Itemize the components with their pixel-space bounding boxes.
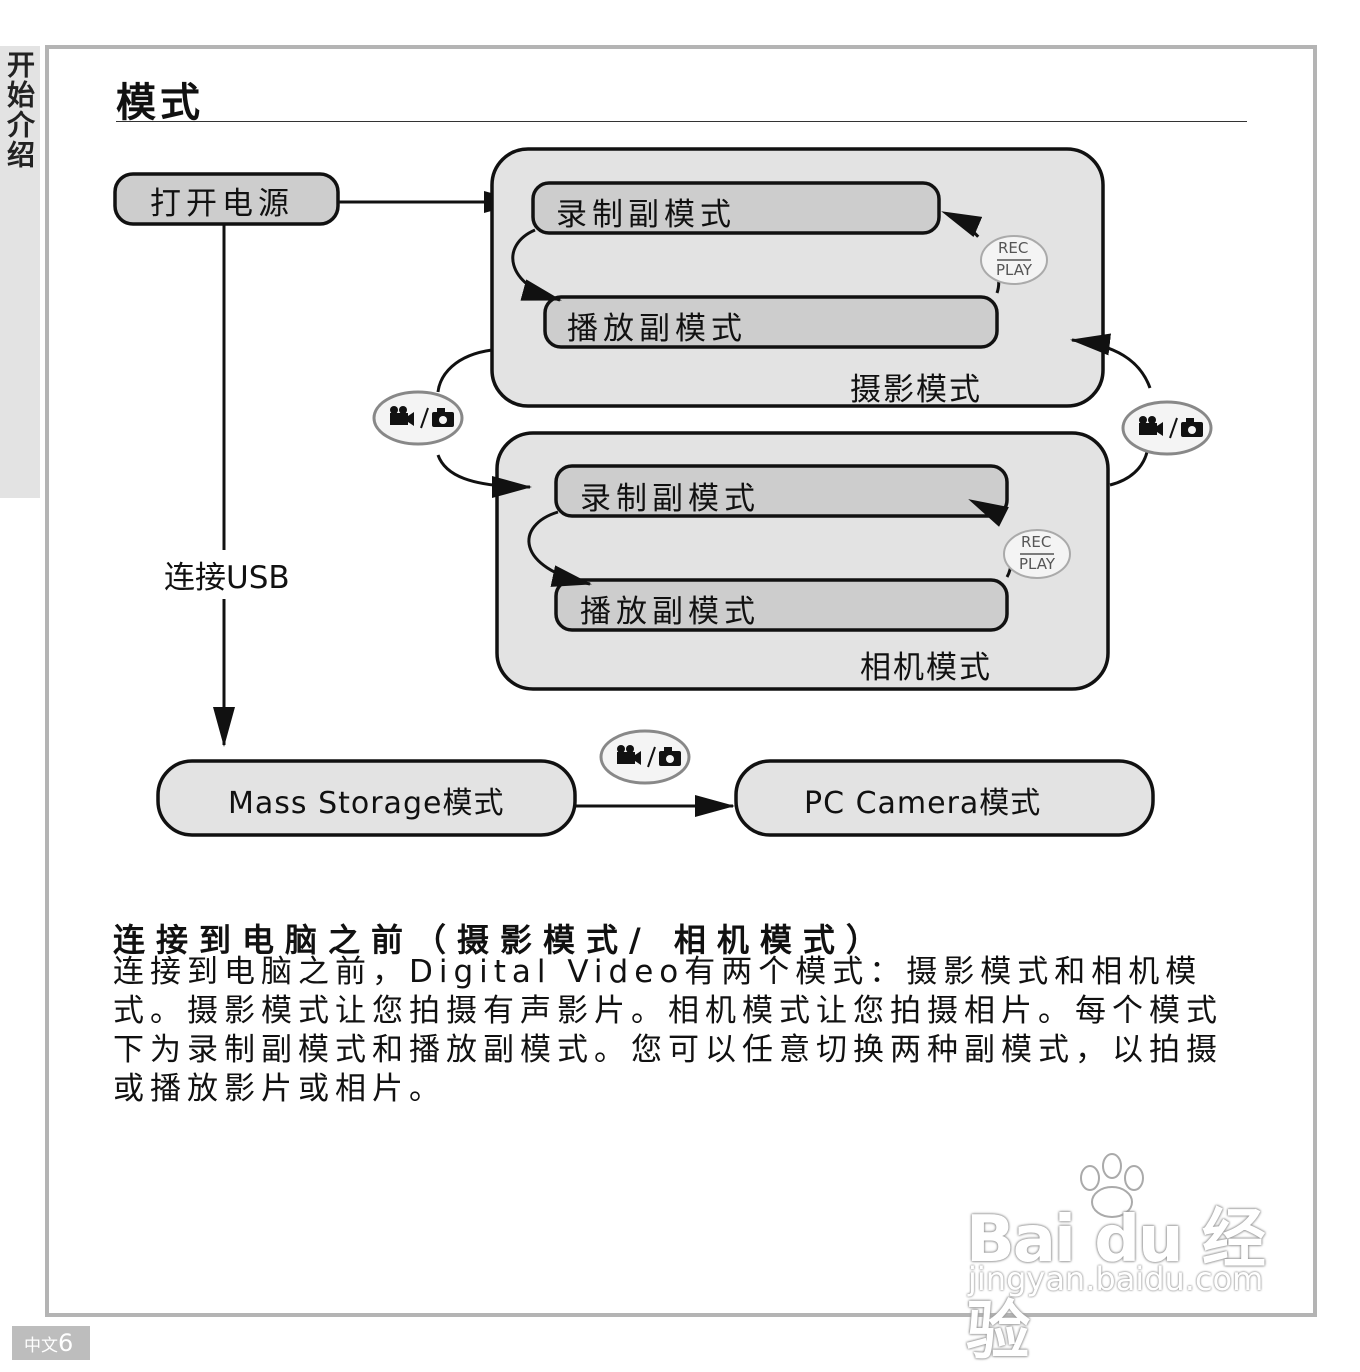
page-title: 模式 <box>116 80 204 126</box>
video-to-camera-arrow <box>436 348 530 487</box>
watermark-url: jingyan.baidu.com <box>968 1260 1264 1298</box>
play-label-camera: PLAY <box>1019 555 1056 573</box>
camera-play-sub-label: 播放副模式 <box>580 594 760 630</box>
rec-label-camera: REC <box>1021 533 1052 551</box>
page-number-tag: 中文6 <box>12 1326 90 1360</box>
camera-mode-label: 相机模式 <box>860 650 992 686</box>
power-on-box <box>113 172 340 226</box>
page-lang: 中文6 <box>24 1329 74 1357</box>
video-play-sub-label: 播放副模式 <box>567 311 747 347</box>
mass-storage-label: Mass Storage模式 <box>228 786 505 821</box>
page-frame <box>45 45 1317 1317</box>
video-rec-sub-box <box>531 181 941 235</box>
paw-icon <box>1080 1153 1144 1218</box>
video-play-sub-box <box>543 295 999 349</box>
play-label-video: PLAY <box>996 261 1033 279</box>
mode-switch-icon-left <box>372 390 464 446</box>
side-tab <box>0 46 40 498</box>
rec-label-video: REC <box>998 239 1029 257</box>
camera-play-sub-box <box>554 578 1009 632</box>
page-number: 6 <box>58 1329 74 1357</box>
title-divider <box>116 121 1247 122</box>
side-tab-label: 开始介绍 <box>3 50 36 170</box>
video-play-to-rec-arrow <box>941 210 1001 294</box>
usb-connect-label: 连接USB <box>162 550 292 599</box>
pc-camera-label: PC Camera模式 <box>804 786 1042 821</box>
video-rec-sub-label: 录制副模式 <box>556 197 736 233</box>
power-on-label: 打开电源 <box>150 186 294 222</box>
camera-play-to-rec-arrow <box>968 498 1013 578</box>
camera-rec-sub-label: 录制副模式 <box>580 481 760 517</box>
camera-to-video-arrow <box>1072 340 1152 487</box>
section-heading: 连接到电脑之前（摄影模式/ 相机模式） <box>113 921 889 959</box>
mass-storage-box <box>156 759 577 837</box>
video-rec-to-play-arrow <box>511 228 562 302</box>
mode-switch-icon-bottom <box>599 729 691 785</box>
pc-camera-box <box>734 759 1155 837</box>
mode-switch-icon-right <box>1121 400 1213 456</box>
section-body: 连接到电脑之前，Digital Video有两个模式：摄影模式和相机模式。摄影模… <box>113 954 1223 1107</box>
video-mode-label: 摄影模式 <box>850 372 982 408</box>
baidu-watermark: Bai du 经验 jingyan.baidu.com <box>960 1150 1280 1369</box>
watermark-logo: Bai du 经验 <box>966 1203 1266 1369</box>
